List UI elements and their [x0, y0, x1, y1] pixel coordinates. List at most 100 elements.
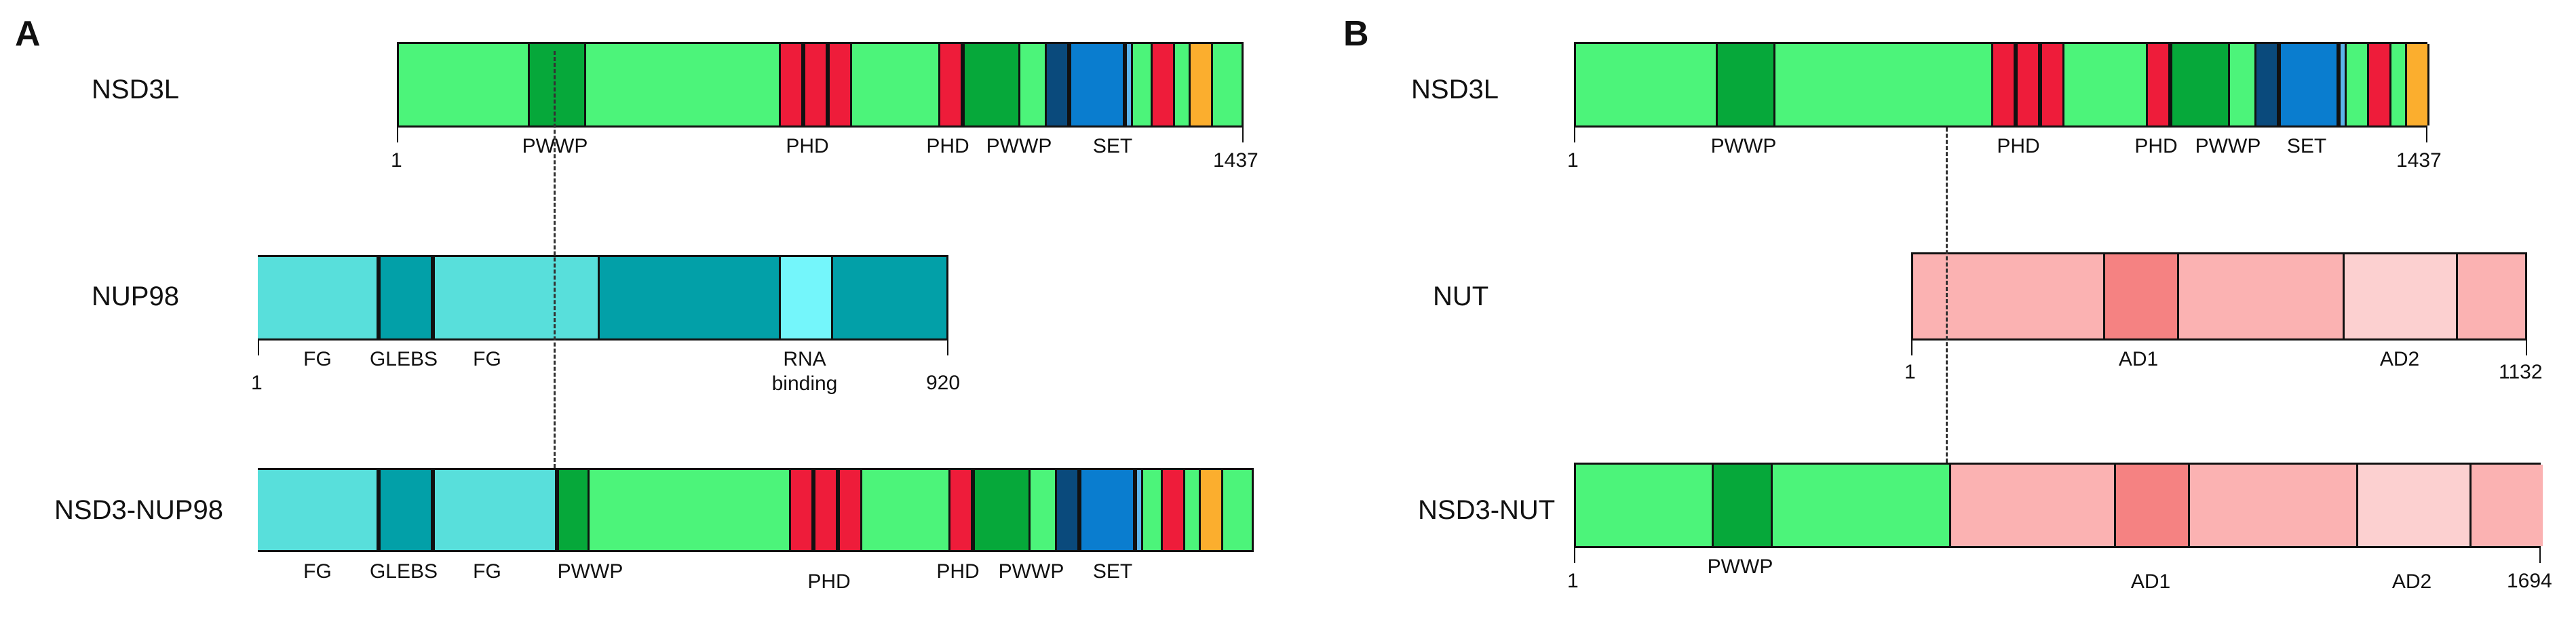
tick-label-start: 1 [391, 149, 402, 172]
tick-label-start: 1 [1567, 570, 1579, 592]
breakpoint-dashed-line [554, 51, 556, 468]
panel-letter-a: A [15, 14, 41, 54]
domain-pwwp [528, 44, 586, 125]
domain-phd [789, 470, 813, 550]
domain-ad2 [2356, 465, 2472, 546]
domain-label: binding [771, 372, 838, 395]
tick-end [947, 341, 948, 355]
domain-phd [1991, 44, 2016, 125]
panel-a: A NSD3L 1 1437 PWWP PHD PHD PWWP SET NUP… [15, 14, 1258, 593]
domain-orange [2405, 44, 2429, 125]
tick-end [2426, 128, 2427, 142]
domain-pwwp [973, 470, 1031, 550]
domain-ad2 [2343, 254, 2458, 338]
domain-fg [433, 470, 557, 550]
domain-label: PHD [926, 135, 969, 157]
domain-phd [838, 470, 862, 550]
tick-label-start: 1 [1904, 361, 1916, 383]
tick-label-end: 1437 [2396, 149, 2442, 172]
domain-label: FG [473, 348, 501, 370]
domain-label: GLEBS [369, 348, 438, 370]
tick-label-end: 1132 [2499, 361, 2543, 383]
domain-dark [1055, 470, 1079, 550]
domain-phd [2040, 44, 2064, 125]
domain-light-blue [1135, 470, 1143, 550]
protein-name-fusion: NSD3-NUT [1418, 495, 1556, 525]
domain-label: PHD [936, 560, 980, 583]
domain-label: FG [473, 560, 501, 583]
domain-red [1161, 470, 1185, 550]
domain-fg [258, 470, 379, 550]
tick-start [1574, 548, 1575, 563]
tick-end [2526, 341, 2527, 355]
tick-label-end: 920 [926, 372, 961, 394]
domain-label: AD1 [2130, 570, 2171, 593]
protein-bar-nsd3l [397, 42, 1244, 128]
domain-label: PWWP [2195, 135, 2261, 157]
domain-label: SET [1092, 135, 1133, 157]
domain-label: PHD [1997, 135, 2040, 157]
domain-label: AD1 [2118, 348, 2159, 370]
domain-fg [433, 257, 600, 338]
domain-label: SET [1092, 560, 1133, 583]
protein-name-nut: NUT [1433, 281, 1489, 311]
domain-label: PHD [2134, 135, 2178, 157]
domain-ad1 [2114, 465, 2190, 546]
tick-label-start: 1 [251, 372, 263, 394]
tick-start [397, 128, 398, 142]
protein-name-nsd3l: NSD3L [92, 75, 179, 104]
domain-phd [948, 470, 973, 550]
domain-orange [1199, 470, 1223, 550]
tick-label-end: 1437 [1213, 149, 1258, 172]
domain-dark [1045, 44, 1069, 125]
protein-bar-fusion [1574, 463, 2543, 548]
domain-set [1069, 44, 1125, 125]
domain-phd [828, 44, 852, 125]
domain-label: PHD [807, 570, 851, 593]
domain-ad1 [2103, 254, 2179, 338]
domain-label: PWWP [998, 560, 1064, 583]
breakpoint-dashed-line [1946, 128, 1948, 463]
domain-label: PWWP [1707, 556, 1773, 578]
domain-pwwp [1712, 465, 1773, 546]
domain-pwwp [2170, 44, 2230, 125]
domain-orange [1189, 44, 1213, 125]
domain-label: AD2 [2391, 570, 2432, 593]
protein-bar-nut [1911, 252, 2527, 341]
protein-bar-nup98 [258, 255, 948, 341]
domain-phd [779, 44, 803, 125]
domain-label: FG [303, 348, 332, 370]
domain-set [2279, 44, 2339, 125]
tick-end [1242, 128, 1244, 142]
domain-glebs [379, 257, 433, 338]
domain-label: FG [303, 560, 332, 583]
domain-glebs [379, 470, 433, 550]
domain-fg [258, 257, 379, 338]
protein-name-nup98: NUP98 [92, 281, 179, 311]
domain-set [1079, 470, 1135, 550]
domain-red [2367, 44, 2391, 125]
domain-pwwp [1716, 44, 1775, 125]
domain-phd [2016, 44, 2040, 125]
domain-light-blue [2339, 44, 2347, 125]
domain-light-blue [1125, 44, 1133, 125]
tick-label-end: 1694 [2507, 570, 2552, 592]
domain-phd [938, 44, 963, 125]
tick-start [258, 341, 259, 355]
domain-label: PWWP [557, 560, 623, 583]
domain-phd [813, 470, 838, 550]
protein-name-nsd3l: NSD3L [1411, 75, 1499, 104]
protein-bar-fusion [258, 468, 1254, 552]
domain-label: PWWP [1710, 135, 1777, 157]
protein-bar-nsd3l [1574, 42, 2429, 128]
tick-start [1574, 128, 1575, 142]
domain-label: SET [2286, 135, 2327, 157]
domain-label: AD2 [2379, 348, 2420, 370]
domain-label: PHD [786, 135, 829, 157]
protein-name-fusion: NSD3-NUP98 [54, 495, 223, 525]
domain-label: RNA [783, 348, 826, 370]
domain-label: GLEBS [369, 560, 438, 583]
domain-phd [803, 44, 828, 125]
panel-letter-b: B [1343, 14, 1369, 54]
domain-phd [2146, 44, 2170, 125]
